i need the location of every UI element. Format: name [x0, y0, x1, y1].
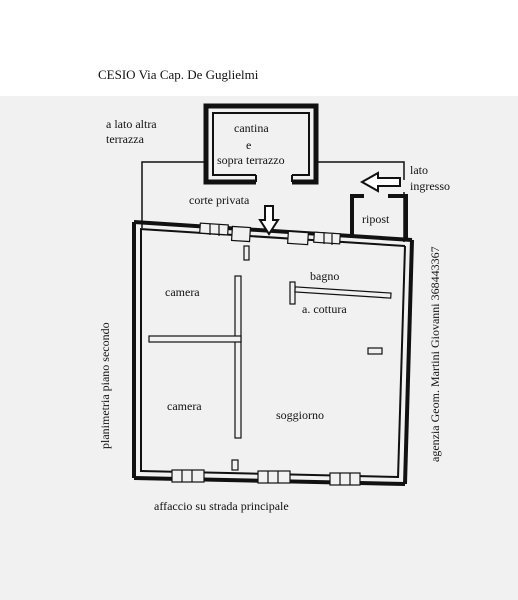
floor-plan-caption: planimetria piano secondo — [98, 322, 112, 449]
cellar-label-line1: cantina — [234, 121, 269, 135]
entrance-arrow-icon — [359, 171, 401, 193]
interior-partitions — [148, 245, 392, 439]
cellar-label-line3: sopra terrazzo — [217, 153, 285, 167]
kitchenette-label: a. cottura — [302, 302, 347, 316]
header-title: CESIO Via Cap. De Guglielmi — [98, 67, 259, 82]
north-openings — [199, 222, 341, 246]
courtyard-label: corte privata — [189, 193, 250, 207]
storage-walls — [350, 194, 408, 238]
terrace-side-label-line2: terrazza — [106, 132, 144, 146]
entrance-side-label-line2: ingresso — [410, 179, 450, 193]
living-room-label: soggiorno — [276, 408, 324, 422]
scan-background — [0, 96, 518, 600]
agency-caption: agenzia Geom. Martini Giovanni 368443367 — [428, 246, 442, 462]
bathroom-label: bagno — [310, 269, 340, 283]
south-openings — [171, 459, 361, 486]
bedroom-1-label: camera — [165, 285, 200, 299]
entrance-side-label-line1: lato — [410, 163, 428, 177]
street-view-label: affaccio su strada principale — [154, 499, 289, 513]
cellar-walls — [203, 103, 319, 185]
bedroom-2-label: camera — [167, 399, 202, 413]
cellar-label-line2: e — [246, 138, 252, 152]
terrace-side-label-line1: a lato altra — [106, 117, 157, 131]
access-arrow-icon — [258, 205, 280, 236]
storage-label: ripost — [362, 212, 390, 226]
